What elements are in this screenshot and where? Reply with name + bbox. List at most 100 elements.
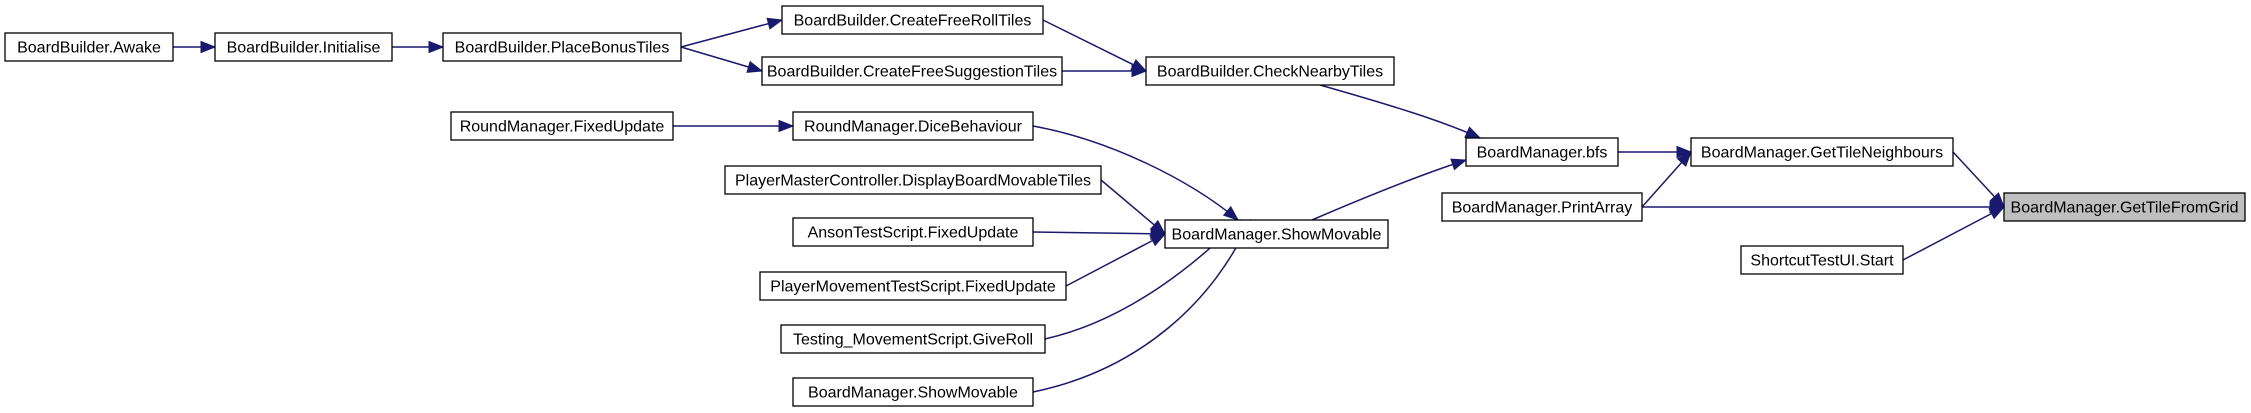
node-label: BoardManager.GetTileFromGrid	[2011, 200, 2239, 217]
node-label: BoardManager.bfs	[1477, 145, 1608, 162]
node-label: BoardBuilder.Initialise	[227, 40, 381, 57]
node-box[interactable]	[1740, 245, 1904, 275]
arrowhead	[1222, 205, 1240, 221]
edge-bm-bfs-to-bm-gettileneighbours	[1618, 145, 1693, 159]
node-label: BoardBuilder.Awake	[17, 40, 161, 57]
arrowhead	[1464, 126, 1482, 139]
node-bm-showmovable[interactable]: BoardManager.ShowMovable	[1164, 219, 1389, 249]
node-box[interactable]	[780, 324, 1046, 354]
edge-ats-fixedupdate-to-bm-showmovable	[1032, 227, 1167, 241]
node-label: PlayerMasterController.DisplayBoardMovab…	[735, 173, 1091, 190]
node-bb-createfreesuggestiontiles[interactable]: BoardBuilder.CreateFreeSuggestionTiles	[761, 56, 1063, 86]
node-box[interactable]	[781, 5, 1044, 35]
edge-bb-createfreesuggestiontiles-to-bb-checknearbytiles	[1062, 64, 1148, 78]
node-label: ShortcutTestUI.Start	[1750, 253, 1894, 270]
edge-bb-awake-to-bb-initialise	[173, 40, 217, 54]
edge-bb-placebonustiles-to-bb-createfreesuggestiontiles	[680, 46, 764, 73]
node-box[interactable]	[1690, 137, 1954, 167]
node-label: PlayerMovementTestScript.FixedUpdate	[770, 279, 1056, 296]
edge-bm-gettileneighbours-to-bm-gettilefromgrid	[1952, 151, 2005, 209]
node-bm-showmovable-2[interactable]: BoardManager.ShowMovable	[792, 377, 1034, 407]
node-bb-initialise[interactable]: BoardBuilder.Initialise	[214, 32, 393, 62]
arrowhead	[200, 40, 217, 54]
node-bb-placebonustiles[interactable]: BoardBuilder.PlaceBonusTiles	[442, 32, 682, 62]
edge-bb-placebonustiles-to-bb-createfreerolltiles	[680, 17, 784, 48]
node-label: BoardBuilder.PlaceBonusTiles	[455, 40, 670, 57]
edge-line	[1032, 231, 1166, 235]
edge-bm-printarray-to-bm-gettilefromgrid	[1642, 200, 2006, 214]
node-bm-bfs[interactable]: BoardManager.bfs	[1465, 137, 1619, 167]
node-box[interactable]	[1164, 219, 1389, 249]
edge-line	[1032, 125, 1239, 221]
edge-bm-showmovable-to-bm-bfs	[1311, 158, 1468, 221]
node-box[interactable]	[1441, 192, 1643, 222]
node-label: BoardManager.ShowMovable	[808, 385, 1018, 402]
arrowhead	[746, 60, 764, 73]
edge-line	[1042, 19, 1147, 72]
edge-stu-start-to-bm-gettilefromgrid	[1902, 206, 2006, 261]
arrowhead	[778, 119, 795, 133]
node-label: BoardManager.GetTileNeighbours	[1701, 145, 1943, 162]
node-bb-awake[interactable]: BoardBuilder.Awake	[4, 32, 174, 62]
node-rm-fixedupdate[interactable]: RoundManager.FixedUpdate	[450, 111, 674, 141]
node-bb-createfreerolltiles[interactable]: BoardBuilder.CreateFreeRollTiles	[781, 5, 1044, 35]
edge-line	[1032, 219, 1251, 393]
edge-line	[1065, 233, 1166, 287]
node-label: RoundManager.DiceBehaviour	[804, 119, 1023, 136]
node-box[interactable]	[761, 56, 1063, 86]
edge-pmc-displayboardmovabletiles-to-bm-showmovable	[1100, 179, 1167, 235]
node-box[interactable]	[724, 165, 1102, 195]
edges-layer	[173, 17, 2006, 393]
edge-bm-printarray-to-bm-gettileneighbours	[1641, 150, 1692, 208]
edge-line	[680, 19, 783, 48]
node-label: Testing_MovementScript.GiveRoll	[793, 332, 1033, 349]
node-bm-printarray[interactable]: BoardManager.PrintArray	[1441, 192, 1643, 222]
edge-rm-fixedupdate-to-rm-dicebehaviour	[673, 119, 795, 133]
edge-line	[1319, 84, 1481, 139]
node-stu-start[interactable]: ShortcutTestUI.Start	[1740, 245, 1904, 275]
node-box[interactable]	[442, 32, 682, 62]
nodes-layer: BoardBuilder.Awake BoardBuilder.Initialis…	[4, 5, 2246, 407]
arrowhead	[1149, 233, 1167, 247]
node-box[interactable]	[792, 377, 1034, 407]
arrowhead	[1989, 192, 2005, 209]
node-label: RoundManager.FixedUpdate	[460, 119, 665, 136]
node-pmts-fixedupdate[interactable]: PlayerMovementTestScript.FixedUpdate	[759, 271, 1067, 301]
node-box[interactable]	[1145, 56, 1395, 86]
arrowhead	[1988, 206, 2006, 220]
node-bm-gettilefromgrid[interactable]: BoardManager.GetTileFromGrid	[2003, 192, 2246, 222]
edge-bb-initialise-to-bb-placebonustiles	[392, 40, 445, 54]
edge-bb-checknearbytiles-to-bm-bfs	[1319, 84, 1482, 139]
arrowhead	[428, 40, 445, 54]
node-rm-dicebehaviour[interactable]: RoundManager.DiceBehaviour	[792, 111, 1034, 141]
node-bm-gettileneighbours[interactable]: BoardManager.GetTileNeighbours	[1690, 137, 1954, 167]
edge-line	[1902, 206, 2005, 261]
node-tms-giveroll[interactable]: Testing_MovementScript.GiveRoll	[780, 324, 1046, 354]
node-label: BoardManager.PrintArray	[1452, 200, 1633, 217]
node-box[interactable]	[792, 217, 1034, 247]
node-pmc-displayboardmovabletiles[interactable]: PlayerMasterController.DisplayBoardMovab…	[724, 165, 1102, 195]
node-bb-checknearbytiles[interactable]: BoardBuilder.CheckNearbyTiles	[1145, 56, 1395, 86]
node-label: BoardBuilder.CheckNearbyTiles	[1157, 64, 1383, 81]
arrowhead	[766, 17, 784, 30]
node-box[interactable]	[759, 271, 1067, 301]
arrowhead	[1131, 64, 1148, 78]
arrowhead	[1676, 145, 1693, 159]
edge-line	[1311, 159, 1467, 221]
node-box[interactable]	[792, 111, 1034, 141]
node-box[interactable]	[1465, 137, 1619, 167]
node-ats-fixedupdate[interactable]: AnsonTestScript.FixedUpdate	[792, 217, 1034, 247]
arrowhead	[1450, 158, 1468, 171]
node-label: AnsonTestScript.FixedUpdate	[808, 225, 1019, 242]
node-label: BoardBuilder.CreateFreeRollTiles	[794, 13, 1032, 30]
edge-pmts-fixedupdate-to-bm-showmovable	[1065, 233, 1167, 287]
node-box[interactable]	[214, 32, 393, 62]
arrowhead	[1676, 150, 1692, 167]
node-label: BoardBuilder.CreateFreeSuggestionTiles	[767, 64, 1057, 81]
edge-rm-dicebehaviour-to-bm-showmovable	[1032, 125, 1240, 221]
node-box[interactable]	[2003, 192, 2246, 222]
node-box[interactable]	[450, 111, 674, 141]
node-label: BoardManager.ShowMovable	[1172, 227, 1382, 244]
node-box[interactable]	[4, 32, 174, 62]
